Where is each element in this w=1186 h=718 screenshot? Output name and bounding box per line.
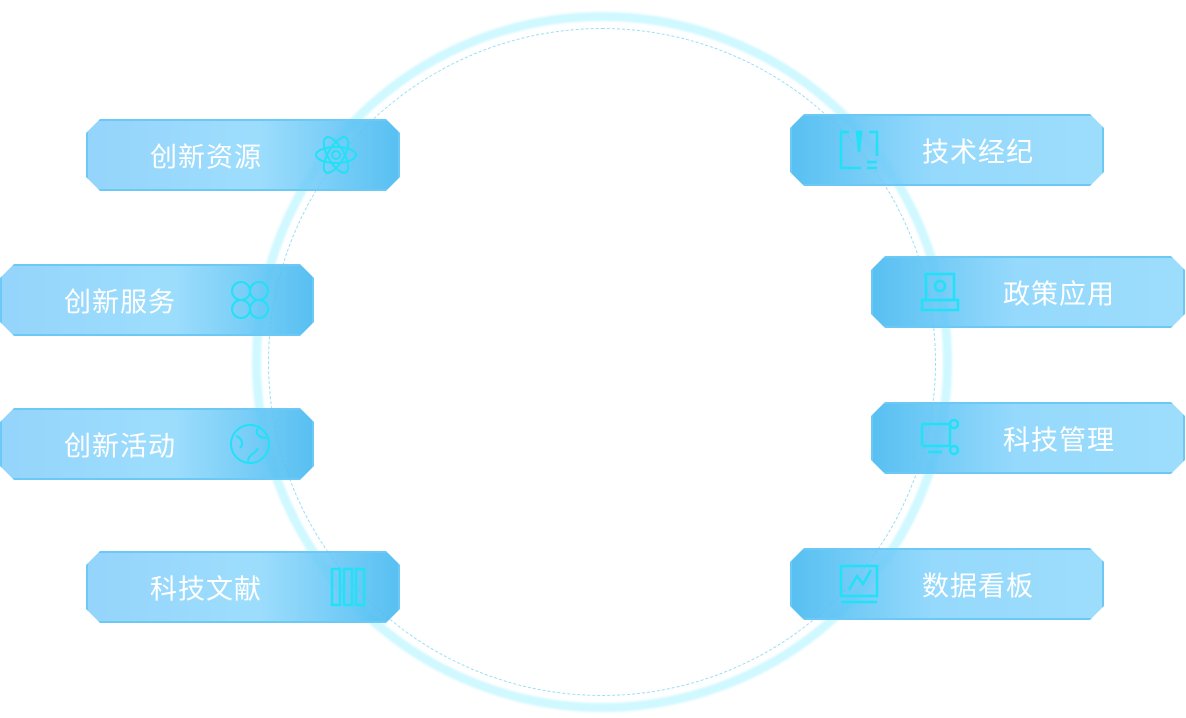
- nav-label: 技术经纪: [922, 137, 1034, 169]
- policy-icon: [918, 270, 962, 314]
- decorative-ring-inner: [268, 28, 936, 696]
- books-icon: [326, 565, 370, 609]
- nav-label: 科技管理: [1003, 425, 1115, 457]
- clover-icon: [228, 278, 272, 322]
- nav-label: 政策应用: [1003, 279, 1115, 311]
- globe-icon: [228, 422, 272, 466]
- nav-label: 创新资源: [150, 142, 262, 174]
- nav-data-dashboard[interactable]: 数据看板: [790, 548, 1104, 620]
- broker-icon: [837, 128, 881, 172]
- dashboard-icon: [837, 562, 881, 606]
- nav-label: 创新服务: [64, 287, 176, 319]
- nav-label: 科技文献: [150, 574, 262, 606]
- management-icon: [918, 416, 962, 460]
- nav-innovation-activities[interactable]: 创新活动: [0, 408, 314, 480]
- decorative-ring-outer: [252, 12, 952, 712]
- nav-innovation-resources[interactable]: 创新资源: [86, 119, 400, 191]
- nav-tech-brokerage[interactable]: 技术经纪: [790, 114, 1104, 186]
- nav-policy-application[interactable]: 政策应用: [871, 256, 1185, 328]
- nav-tech-management[interactable]: 科技管理: [871, 402, 1185, 474]
- nav-sci-tech-literature[interactable]: 科技文献: [86, 551, 400, 623]
- nav-label: 数据看板: [922, 571, 1034, 603]
- nav-innovation-services[interactable]: 创新服务: [0, 264, 314, 336]
- nav-label: 创新活动: [64, 431, 176, 463]
- atom-icon: [314, 133, 358, 177]
